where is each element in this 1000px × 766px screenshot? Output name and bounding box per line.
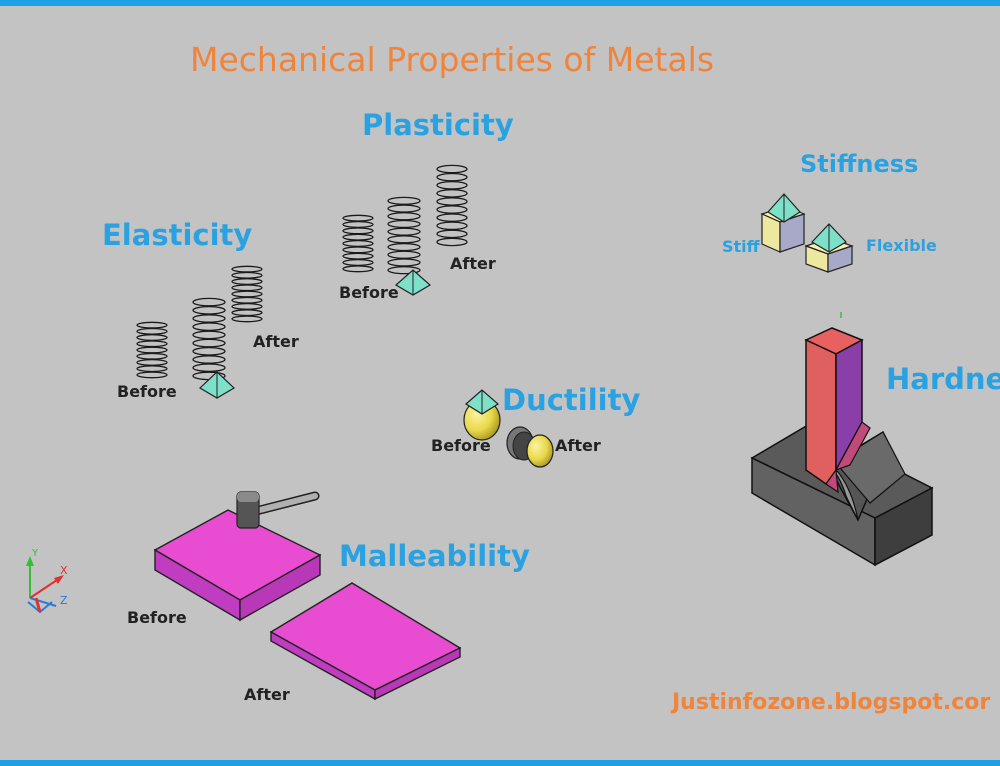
heading-stiffness: Stiffness xyxy=(800,150,919,178)
heading-plasticity: Plasticity xyxy=(362,108,514,142)
ucs-x-label: X xyxy=(60,564,68,577)
malleability-after-plate xyxy=(269,582,462,701)
ucs-axis-icon xyxy=(26,556,64,614)
ucs-z-label: Z xyxy=(60,594,68,607)
heading-malleability: Malleability xyxy=(339,539,530,573)
heading-hardness: Hardne xyxy=(886,362,1000,396)
spring-elasticity-stretched xyxy=(192,297,226,381)
bottom-border xyxy=(0,760,1000,766)
elasticity-springs xyxy=(136,265,263,381)
stiffness-stiff-cube xyxy=(760,193,806,253)
heading-elasticity: Elasticity xyxy=(102,218,253,252)
label-plasticity-before: Before xyxy=(339,283,399,302)
label-malleability-before: Before xyxy=(127,608,187,627)
plasticity-springs xyxy=(342,164,468,275)
malleability-before-plate xyxy=(153,509,322,622)
label-elasticity-before: Before xyxy=(117,382,177,401)
ucs-y-label: Y xyxy=(32,548,39,559)
ductility-after-balls xyxy=(506,426,554,468)
hammer-icon xyxy=(236,491,320,529)
label-malleability-after: After xyxy=(244,685,290,704)
label-ductility-before: Before xyxy=(431,436,491,455)
spring-elasticity-after xyxy=(231,265,263,323)
label-plasticity-after: After xyxy=(450,254,496,273)
label-flexible: Flexible xyxy=(866,236,937,255)
plasticity-indenter xyxy=(394,269,432,296)
elasticity-indenter xyxy=(199,371,235,399)
top-border xyxy=(0,0,1000,6)
spring-elasticity-before xyxy=(136,321,168,379)
ductility-before-ball xyxy=(463,389,501,441)
spring-plasticity-before xyxy=(342,214,374,273)
page-title: Mechanical Properties of Metals xyxy=(190,40,715,79)
heading-ductility: Ductility xyxy=(502,383,641,417)
spring-plasticity-after xyxy=(436,164,468,247)
spring-plasticity-stretched xyxy=(387,196,421,275)
hardness-test-block xyxy=(750,312,934,567)
label-elasticity-after: After xyxy=(253,332,299,351)
label-stiff: Stiff xyxy=(722,237,760,256)
stiffness-flexible-cube xyxy=(804,223,854,273)
footer-url: Justinfozone.blogspot.cor xyxy=(672,690,991,715)
label-ductility-after: After xyxy=(555,436,601,455)
